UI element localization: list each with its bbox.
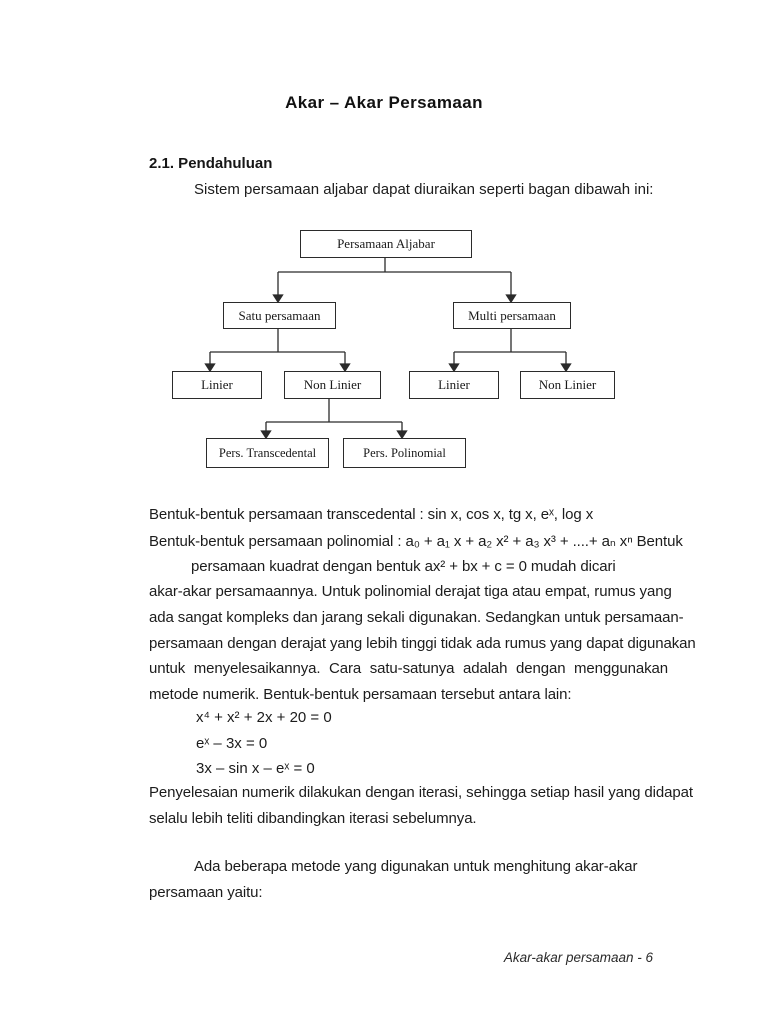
body-line: metode numerik. Bentuk-bentuk persamaan … (149, 686, 572, 703)
body-line: persamaan kuadrat dengan bentuk ax² + bx… (191, 558, 616, 575)
body-line: Bentuk-bentuk persamaan polinomial : a₀ … (149, 533, 683, 550)
page-footer: Akar-akar persamaan - 6 (503, 950, 653, 965)
body-line: Penyelesaian numerik dilakukan dengan it… (149, 784, 693, 801)
body-line: selalu lebih teliti dibandingkan iterasi… (149, 810, 477, 827)
node-pers-polinomial: Pers. Polinomial (343, 438, 466, 468)
node-linier-right: Linier (409, 371, 499, 399)
page-title: Akar – Akar Persamaan (285, 93, 483, 112)
equation-line: 3x – sin x – eˣ = 0 (196, 760, 315, 777)
node-multi-persamaan: Multi persamaan (453, 302, 571, 329)
node-non-linier-right: Non Linier (520, 371, 615, 399)
node-non-linier-left: Non Linier (284, 371, 381, 399)
body-line: Ada beberapa metode yang digunakan untuk… (194, 858, 638, 875)
body-line: persamaan yaitu: (149, 884, 263, 901)
node-satu-persamaan: Satu persamaan (223, 302, 336, 329)
equation-line: x⁴ + x² + 2x + 20 = 0 (196, 709, 332, 726)
body-line: persamaan dengan derajat yang lebih ting… (149, 635, 696, 652)
node-persamaan-aljabar: Persamaan Aljabar (300, 230, 472, 258)
node-linier-left: Linier (172, 371, 262, 399)
body-line: ada sangat kompleks dan jarang sekali di… (149, 609, 684, 626)
section-heading: 2.1. Pendahuluan (149, 155, 273, 172)
equation-line: eˣ – 3x = 0 (196, 735, 268, 752)
body-line: untuk menyelesaikannya. Cara satu-satuny… (149, 660, 668, 677)
node-pers-transcedental: Pers. Transcedental (206, 438, 329, 468)
body-line: akar-akar persamaannya. Untuk polinomial… (149, 583, 672, 600)
body-line: Bentuk-bentuk persamaan transcedental : … (149, 506, 594, 523)
intro-paragraph: Sistem persamaan aljabar dapat diuraikan… (194, 181, 654, 198)
